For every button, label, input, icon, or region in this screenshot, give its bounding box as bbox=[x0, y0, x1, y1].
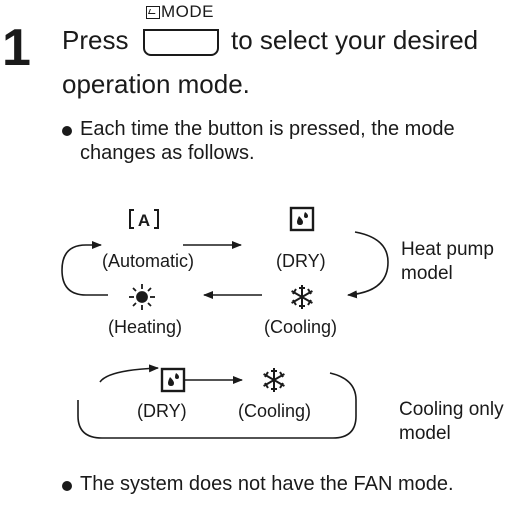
arrow-loop-to-dry bbox=[99, 364, 159, 383]
mode-button-caption: MODE bbox=[146, 2, 214, 22]
cooling-only-return-loop bbox=[77, 372, 357, 439]
mode-label-dry: (DRY) bbox=[137, 401, 187, 421]
mode-label-automatic: (Automatic) bbox=[102, 251, 195, 271]
mode-label-cooling: (Cooling) bbox=[264, 317, 338, 337]
heat-pump-cycle bbox=[61, 231, 389, 299]
bullet-text: The system does not have the FAN mode. bbox=[80, 473, 454, 495]
cooling-only-cycle bbox=[77, 364, 357, 439]
dry-mode-icon bbox=[160, 367, 186, 393]
instruction-select: to select your desired bbox=[231, 25, 479, 55]
auto-mode-icon: A bbox=[129, 209, 159, 230]
cooling-only-label: Cooling only bbox=[399, 399, 504, 420]
bullet-text: Each time the button is pressed, the mod… bbox=[80, 118, 455, 140]
arrow-dry-to-cooling bbox=[347, 231, 389, 299]
dry-mode-icon bbox=[289, 206, 315, 232]
snowflake-cooling-icon bbox=[291, 285, 313, 309]
heat-pump-label: Heat pump bbox=[401, 239, 494, 260]
svg-text:A: A bbox=[138, 211, 150, 230]
mode-icon bbox=[146, 5, 160, 19]
instruction-press: Press bbox=[62, 25, 129, 55]
bullet-dot bbox=[62, 481, 72, 491]
sun-heating-icon bbox=[129, 284, 155, 310]
mode-caption-text: MODE bbox=[161, 2, 214, 21]
instruction-operation-mode: operation mode. bbox=[62, 69, 250, 99]
mode-button[interactable] bbox=[143, 29, 219, 56]
mode-label-cooling: (Cooling) bbox=[238, 401, 312, 421]
step-number: 1 bbox=[2, 19, 31, 77]
mode-label-heating: (Heating) bbox=[108, 317, 183, 337]
mode-label-dry: (DRY) bbox=[276, 251, 326, 271]
snowflake-cooling-icon bbox=[263, 368, 285, 392]
cooling-only-model-label: model bbox=[399, 423, 451, 444]
heat-pump-model-label: model bbox=[401, 263, 453, 284]
arrow-heating-to-automatic bbox=[61, 241, 108, 296]
bullet-text: changes as follows. bbox=[80, 142, 255, 164]
bullet-dot bbox=[62, 126, 72, 136]
